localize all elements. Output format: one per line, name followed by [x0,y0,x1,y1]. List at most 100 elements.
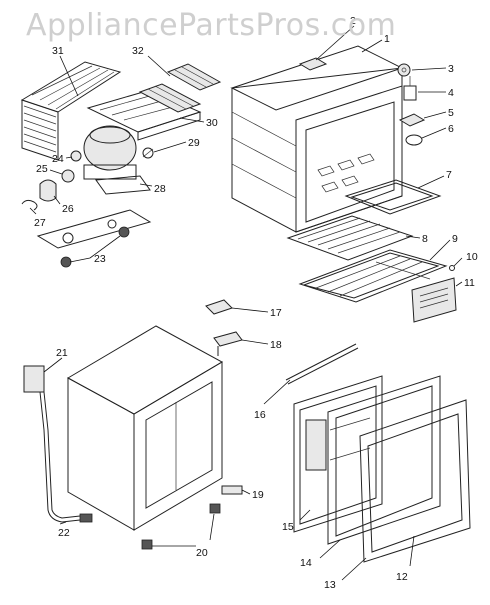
evaporator-cover-2 [298,57,328,71]
relay-part-24 [70,150,82,162]
condenser-coil [20,61,122,161]
callout-label-5: 5 [448,107,454,119]
callout-32: 32 [132,45,171,77]
callout-19: 19 [241,489,264,501]
callout-label-8: 8 [422,233,428,245]
compressor [83,125,137,180]
inner-door-15 [293,375,383,533]
callout-label-23: 23 [94,253,106,265]
bulb-socket-6 [405,134,423,146]
callout-10: 10 [453,251,478,267]
clip-27 [21,199,38,211]
ice-tray-lower [138,83,202,113]
callout-label-19: 19 [252,489,264,501]
callout-29: 29 [153,137,200,153]
door-gasket-14 [327,375,441,545]
callout-label-30: 30 [206,117,218,129]
watermark-text: AppliancePartsPros.com [26,8,397,43]
thermostat-4 [403,76,417,101]
callout-16: 16 [254,379,291,421]
callout-15: 15 [282,509,311,533]
mount-bracket-28 [95,175,151,195]
outer-door-13 [359,399,471,563]
hinge-top-17 [205,299,233,315]
callout-9: 9 [429,233,458,261]
callout-label-31: 31 [52,45,64,57]
control-panel-11 [411,277,457,323]
callout-label-27: 27 [34,217,46,229]
foot-20-left [141,539,153,550]
callout-label-15: 15 [282,521,294,533]
callout-7: 7 [417,169,452,189]
callout-label-1: 1 [384,33,390,45]
callout-13: 13 [324,557,367,591]
callout-label-3: 3 [448,63,454,75]
terminal-cover-26 [39,179,57,202]
grommet-29 [142,147,154,159]
callout-label-11: 11 [464,277,475,289]
callout-label-12: 12 [396,571,408,583]
callout-21: 21 [43,347,68,373]
callout-18: 18 [241,339,282,351]
ice-tray-upper [166,63,222,91]
callout-label-20: 20 [196,547,208,559]
callout-25: 25 [36,163,63,175]
callout-label-9: 9 [452,233,458,245]
callout-label-25: 25 [36,163,48,175]
callout-label-2: 2 [350,15,356,27]
callout-22: 22 [58,521,70,539]
cabinet-liner [230,45,403,233]
door-panel-12 [367,413,463,553]
light-housing-5 [398,113,426,127]
callout-label-24: 24 [52,153,64,165]
wire-shelf-9 [298,249,448,303]
door-rod-16 [285,343,359,385]
callout-23: 23 [69,235,121,265]
cord-bracket-21 [23,365,45,393]
drip-tray-7 [344,179,442,215]
callout-4: 4 [418,87,454,99]
callout-label-29: 29 [188,137,200,149]
power-cord-22 [39,391,93,523]
callout-12: 12 [396,535,415,583]
callout-label-14: 14 [300,557,312,569]
screw-10 [449,265,455,271]
overload-part-25 [61,169,75,183]
callout-3: 3 [411,63,454,75]
callout-17: 17 [231,307,282,319]
foot-20-right [209,503,221,514]
callout-label-17: 17 [270,307,282,319]
callout-label-32: 32 [132,45,144,57]
callout-28: 28 [139,183,166,195]
callout-label-18: 18 [270,339,282,351]
callout-2: 2 [315,15,356,61]
callout-label-16: 16 [254,409,266,421]
callout-label-21: 21 [56,347,68,359]
callout-26: 26 [53,195,74,215]
callout-1: 1 [361,33,390,53]
leveling-leg-19 [221,485,243,495]
wire-shelf-8 [286,215,414,261]
callout-8: 8 [405,233,428,245]
callout-label-4: 4 [448,87,454,99]
thermostat-knob-3 [397,63,411,77]
callout-6: 6 [421,123,454,139]
callout-label-26: 26 [62,203,74,215]
callout-label-7: 7 [446,169,452,181]
callout-20: 20 [152,513,215,559]
base-plate-23 [36,209,152,268]
callout-14: 14 [300,539,341,569]
hinge-bracket-18 [213,331,243,356]
cabinet-shell [66,325,224,531]
callout-27: 27 [29,207,46,229]
callout-label-10: 10 [466,251,478,263]
callout-30: 30 [179,117,218,129]
callout-label-13: 13 [324,579,336,591]
callout-11: 11 [455,277,475,289]
callout-24: 24 [52,153,73,165]
callout-31: 31 [52,45,79,97]
callout-label-6: 6 [448,123,454,135]
callout-5: 5 [423,107,454,119]
